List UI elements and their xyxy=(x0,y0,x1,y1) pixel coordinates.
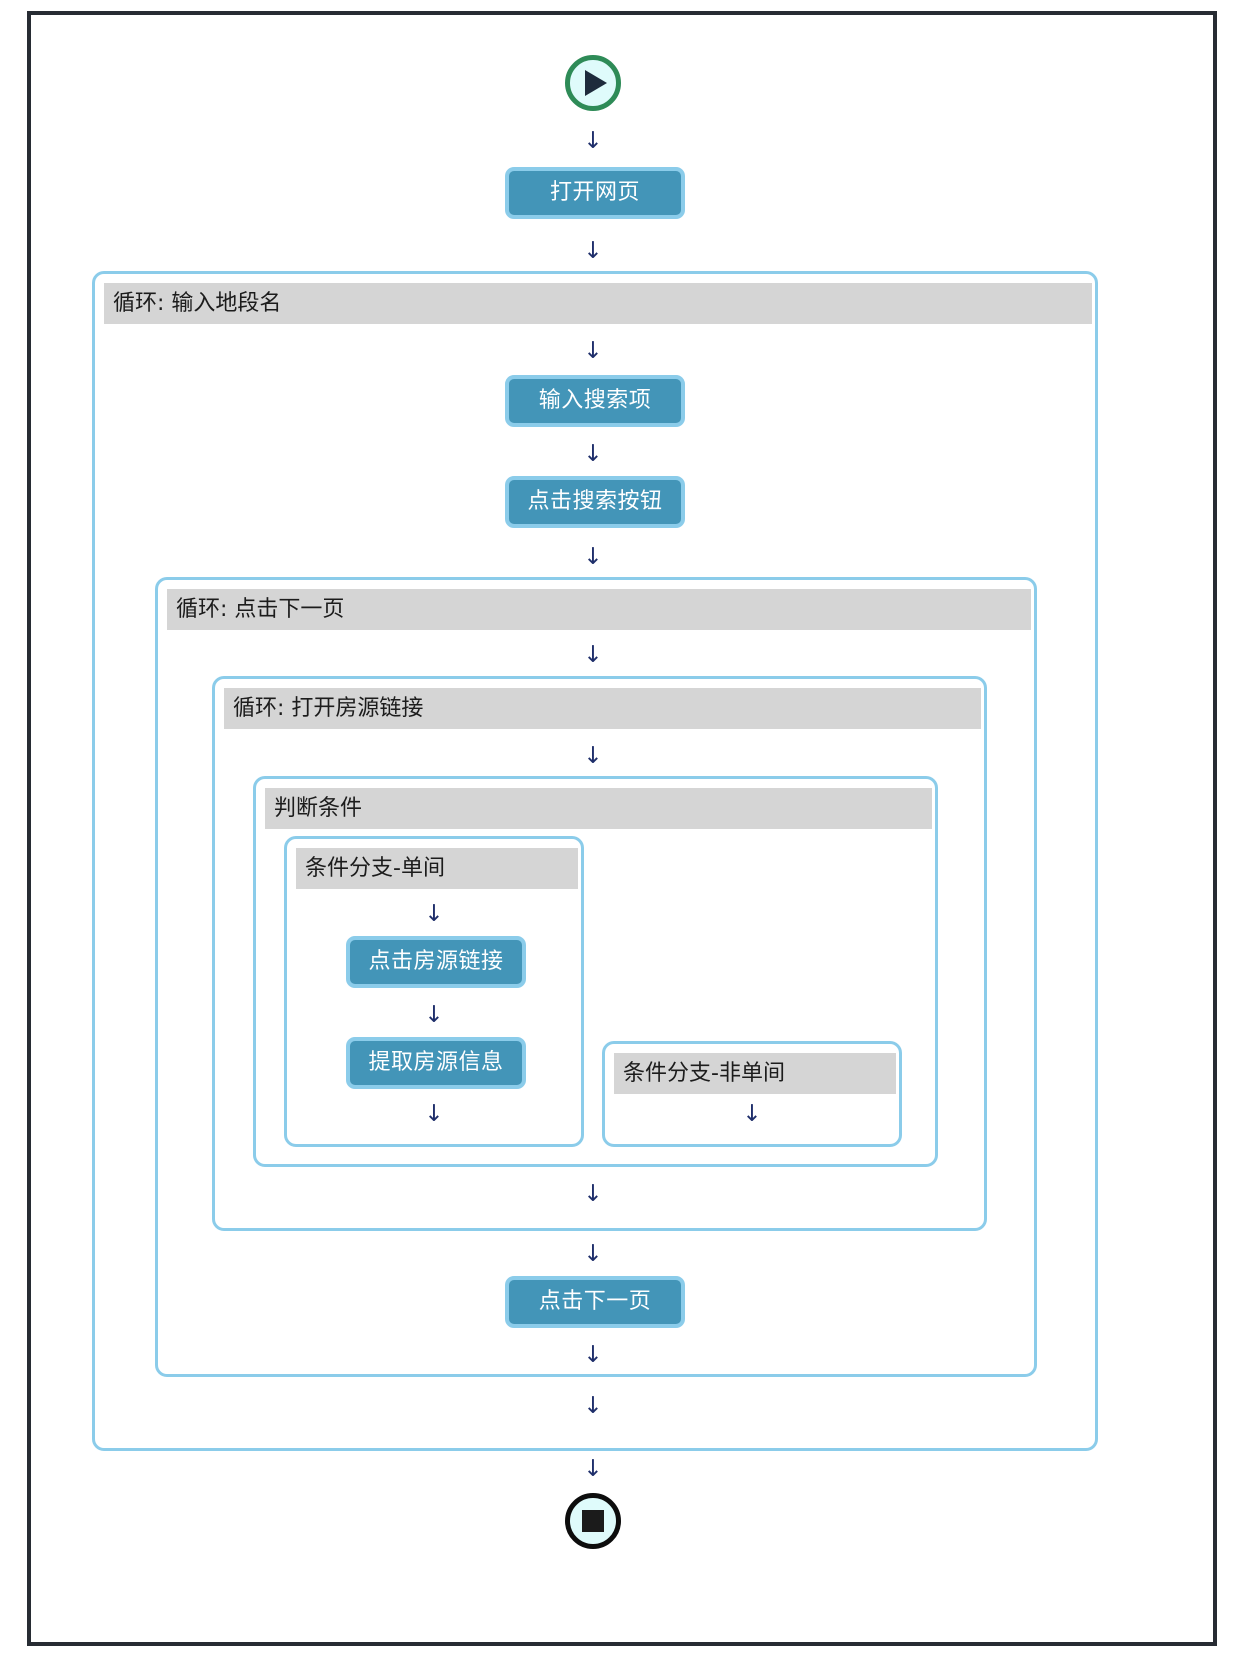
branch-single-room-header: 条件分支-单间 xyxy=(296,848,578,889)
arrow-loop2-to-loop3: ↓ xyxy=(583,642,603,668)
arrow-branch-b-end: ↓ xyxy=(742,1101,762,1127)
arrow-loop1-to-input-search: ↓ xyxy=(583,338,603,364)
end-node[interactable] xyxy=(565,1493,621,1549)
start-node[interactable] xyxy=(565,55,621,111)
condition-block-header: 判断条件 xyxy=(265,788,932,829)
arrow-open-page-to-loop: ↓ xyxy=(583,238,603,264)
arrow-branch-a-to-click-listing: ↓ xyxy=(424,901,444,927)
arrow-click-next-to-loop2-end: ↓ xyxy=(583,1342,603,1368)
arrow-loop1-end-to-end-node: ↓ xyxy=(583,1456,603,1482)
node-input-search-term[interactable]: 输入搜索项 xyxy=(505,375,685,427)
node-extract-listing-info[interactable]: 提取房源信息 xyxy=(346,1037,526,1089)
node-click-listing-link[interactable]: 点击房源链接 xyxy=(346,936,526,988)
arrow-loop3-end-to-click-next: ↓ xyxy=(583,1241,603,1267)
arrow-input-search-to-click-search: ↓ xyxy=(583,441,603,467)
play-icon xyxy=(585,70,607,96)
node-click-next-page[interactable]: 点击下一页 xyxy=(505,1276,685,1328)
arrow-start-to-open-page: ↓ xyxy=(583,128,603,154)
loop-click-next-page-header: 循环: 点击下一页 xyxy=(167,589,1031,630)
loop-open-listing-link-header: 循环: 打开房源链接 xyxy=(224,688,981,729)
branch-single-room[interactable]: 条件分支-单间 xyxy=(284,836,584,1147)
arrow-loop3-to-condition: ↓ xyxy=(583,743,603,769)
arrow-click-search-to-loop2: ↓ xyxy=(583,544,603,570)
node-click-search-button[interactable]: 点击搜索按钮 xyxy=(505,476,685,528)
node-open-page[interactable]: 打开网页 xyxy=(505,167,685,219)
arrow-click-listing-to-extract: ↓ xyxy=(424,1002,444,1028)
loop-input-area-name-header: 循环: 输入地段名 xyxy=(104,283,1092,324)
flowchart-canvas: ↓ 打开网页 ↓ 循环: 输入地段名 ↓ 输入搜索项 ↓ 点击搜索按钮 ↓ 循环… xyxy=(27,11,1217,1646)
arrow-extract-to-branch-a-end: ↓ xyxy=(424,1101,444,1127)
branch-not-single-room[interactable]: 条件分支-非单间 xyxy=(602,1041,902,1147)
arrow-loop2-end-to-loop1-end: ↓ xyxy=(583,1393,603,1419)
arrow-condition-to-loop3-end: ↓ xyxy=(583,1181,603,1207)
stop-icon xyxy=(582,1510,604,1532)
branch-not-single-room-header: 条件分支-非单间 xyxy=(614,1053,896,1094)
flowchart-stack: ↓ 打开网页 ↓ 循环: 输入地段名 ↓ 输入搜索项 ↓ 点击搜索按钮 ↓ 循环… xyxy=(31,15,1213,1642)
